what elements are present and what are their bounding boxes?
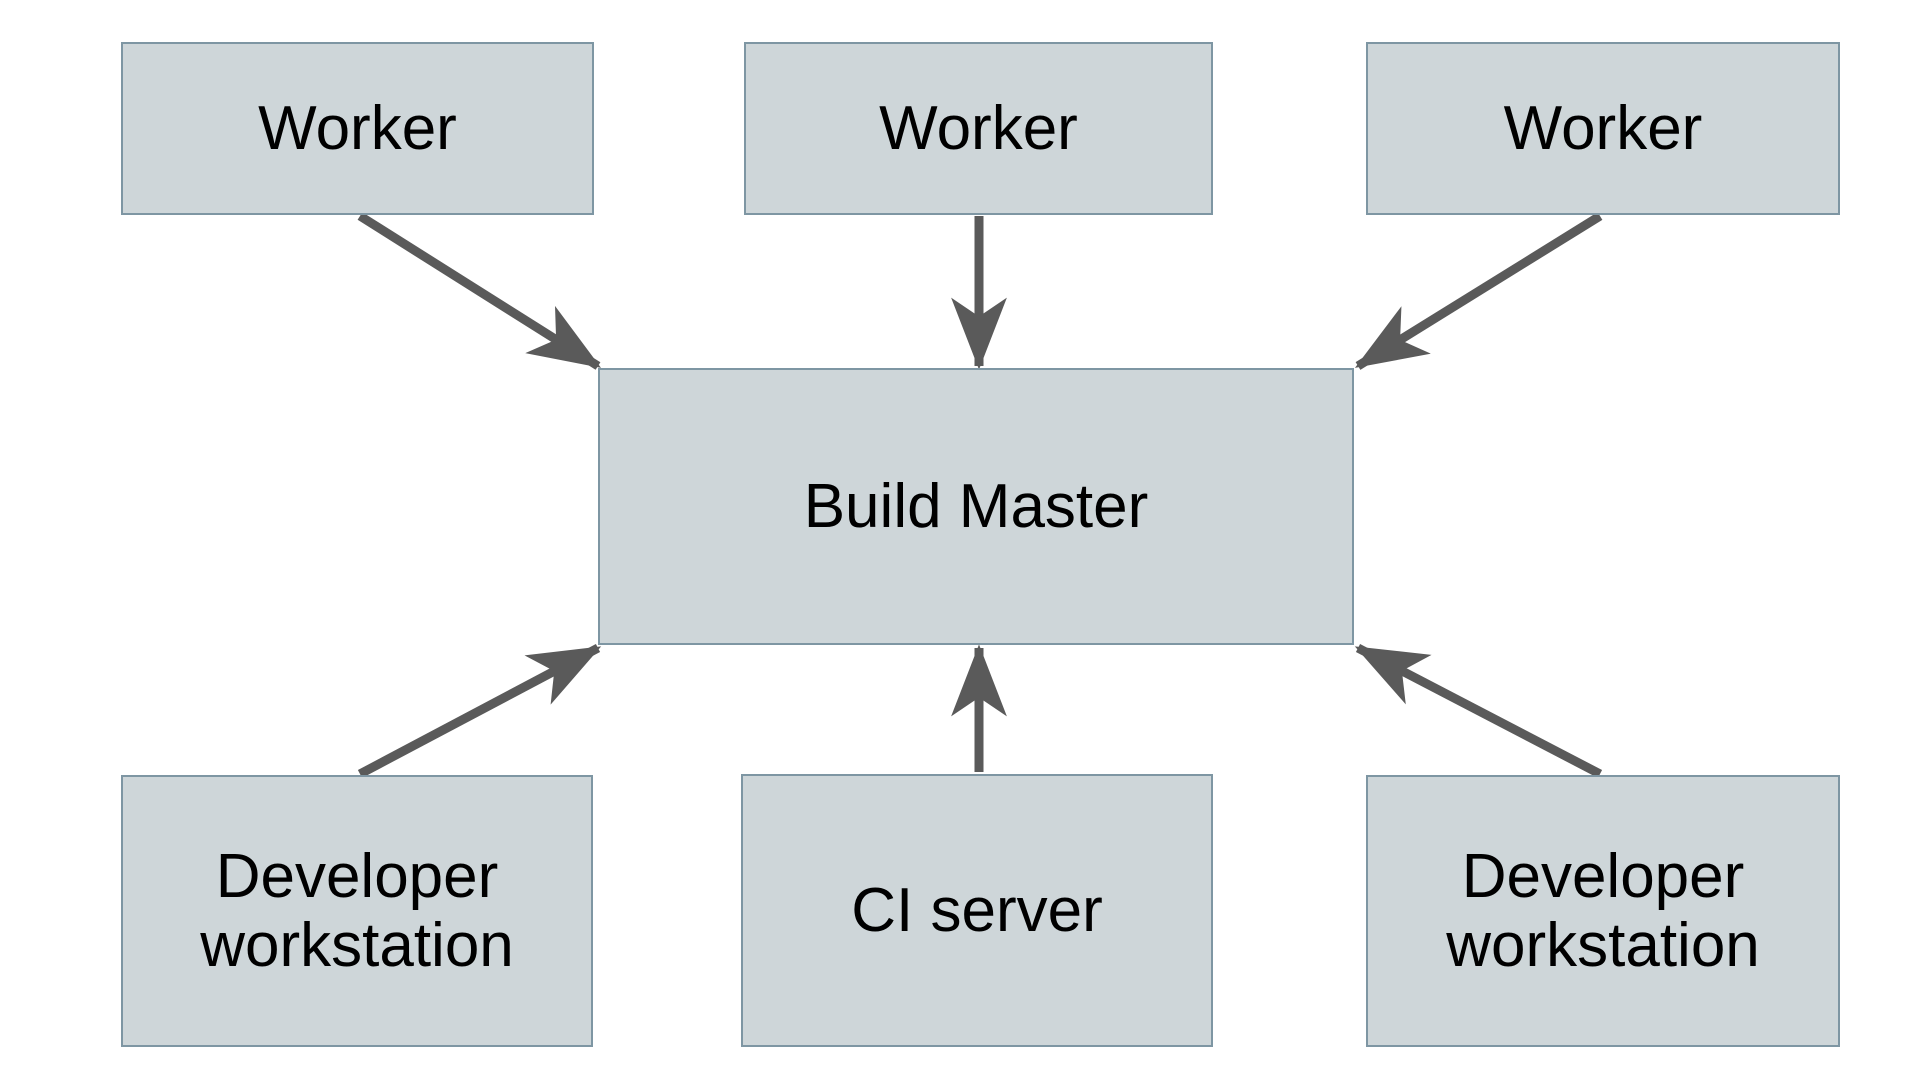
node-worker-1[interactable]: Worker	[121, 42, 594, 215]
node-build-master[interactable]: Build Master	[598, 368, 1354, 645]
node-ci-server-label: CI server	[851, 875, 1103, 945]
node-ci-server[interactable]: CI server	[741, 774, 1213, 1047]
node-worker-2[interactable]: Worker	[744, 42, 1213, 215]
node-developer-workstation-left[interactable]: Developer workstation	[121, 775, 593, 1047]
arrow-worker-1-to-build-master	[357, 212, 602, 370]
node-build-master-label: Build Master	[803, 471, 1149, 541]
node-worker-1-label: Worker	[258, 93, 457, 163]
node-worker-3-label: Worker	[1503, 93, 1703, 163]
node-developer-workstation-left-label: Developer workstation	[200, 841, 514, 980]
arrow-dev-ws-left-to-build-master	[357, 644, 602, 778]
node-worker-2-label: Worker	[879, 93, 1078, 163]
node-developer-workstation-right[interactable]: Developer workstation	[1366, 775, 1840, 1047]
arrow-worker-3-to-build-master	[1354, 212, 1603, 370]
node-worker-3[interactable]: Worker	[1366, 42, 1840, 215]
node-developer-workstation-right-label: Developer workstation	[1446, 841, 1760, 980]
arrow-dev-ws-right-to-build-master	[1354, 644, 1603, 778]
